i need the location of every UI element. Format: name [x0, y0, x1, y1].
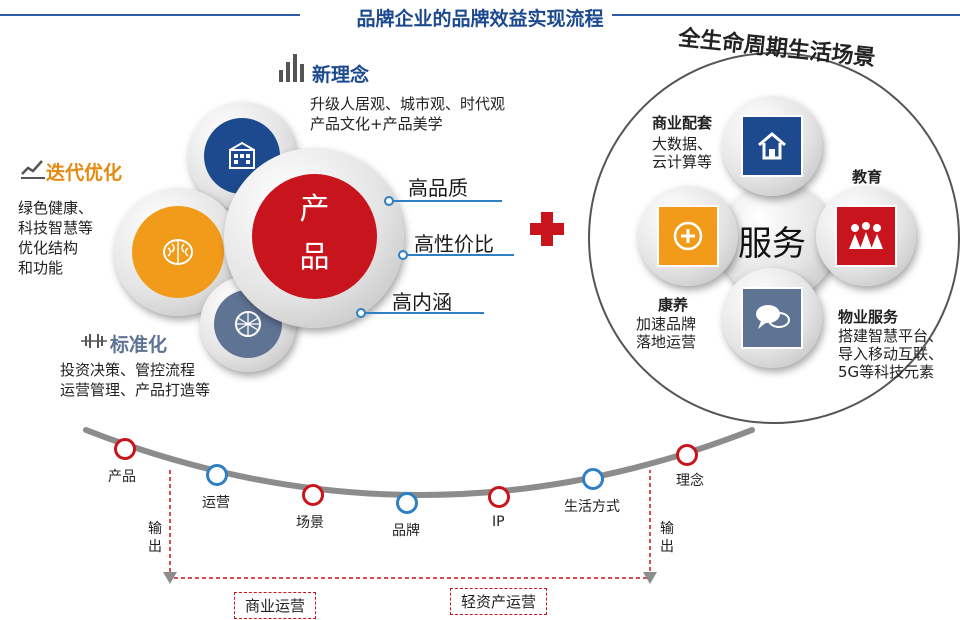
timeline-label-scene: 场景	[296, 515, 324, 531]
plus-icon	[530, 212, 564, 246]
bar-chart-icon	[279, 54, 304, 82]
timeline-label-lifestyle: 生活方式	[564, 499, 620, 515]
building-icon	[229, 141, 255, 169]
title-line-left	[0, 14, 300, 16]
feature-line-3	[362, 312, 484, 314]
feature-dot-1	[384, 196, 394, 206]
service-label: 服务	[738, 224, 806, 264]
iteration-title: 迭代优化	[46, 162, 123, 184]
asset-light-operation-box: 轻资产运营	[450, 588, 548, 615]
property-line-3: 5G等科技元素	[838, 363, 935, 381]
commerce-line-2: 云计算等	[652, 153, 713, 171]
health-title: 康养	[658, 296, 689, 314]
lifecycle-ring	[588, 52, 960, 424]
network-icon	[235, 311, 261, 337]
new-concept-line-2: 产品文化+产品美学	[310, 115, 443, 133]
iteration-line-3: 优化结构	[18, 239, 79, 257]
feature-connotation: 高内涵	[392, 290, 452, 314]
iteration-line-2: 科技智慧等	[18, 219, 94, 237]
standard-line-1: 投资决策、管控流程	[60, 361, 196, 379]
brain-icon	[163, 239, 193, 265]
education-title: 教育	[852, 168, 883, 186]
feature-dot-2	[398, 250, 408, 260]
timeline-node-product	[114, 438, 136, 460]
timeline-node-lifestyle	[582, 468, 604, 490]
timeline-label-product: 产品	[108, 469, 136, 485]
property-square	[741, 287, 803, 349]
output-right: 输出	[660, 521, 674, 555]
feature-line-2	[404, 254, 514, 256]
timeline-node-concept	[676, 444, 698, 466]
timeline-node-operation	[206, 464, 228, 486]
trend-icon	[21, 160, 45, 179]
new-concept-title: 新理念	[312, 64, 370, 86]
iteration-line-4: 和功能	[18, 259, 64, 277]
chat-icon	[756, 305, 790, 329]
new-concept-line-1: 升级人居观、城市观、时代观	[310, 95, 506, 113]
timeline-node-scene	[302, 484, 324, 506]
timeline-label-operation: 运营	[202, 495, 230, 511]
education-square	[835, 205, 897, 267]
title-line-right	[612, 14, 960, 16]
commercial-operation-box: 商业运营	[234, 592, 317, 619]
timeline-label-brand: 品牌	[392, 523, 420, 539]
timeline-node-brand	[396, 492, 418, 514]
commerce-title: 商业配套	[652, 114, 713, 132]
timeline-label-concept: 理念	[676, 473, 704, 489]
commerce-square	[741, 115, 803, 177]
people-icon	[849, 222, 883, 249]
standard-title: 标准化	[110, 334, 168, 356]
standard-line-2: 运营管理、产品打造等	[60, 381, 211, 399]
scale-icon	[81, 334, 107, 348]
health-line-1: 加速品牌	[636, 315, 697, 333]
health-square	[657, 205, 719, 267]
feature-high-quality: 高品质	[408, 176, 468, 200]
feature-value: 高性价比	[414, 232, 494, 256]
timeline-node-ip	[488, 486, 510, 508]
iteration-line-1: 绿色健康、	[18, 199, 94, 217]
feature-dot-3	[356, 308, 366, 318]
commerce-line-1: 大数据、	[652, 135, 713, 153]
property-line-1: 搭建智慧平台、	[838, 327, 944, 345]
health-line-2: 落地运营	[636, 333, 697, 351]
timeline-label-ip: IP	[492, 514, 505, 530]
output-left: 输出	[148, 521, 162, 555]
product-char-1: 产	[299, 192, 330, 227]
product-core: 产 品	[252, 174, 377, 299]
property-line-2: 导入移动互联、	[838, 345, 944, 363]
house-icon	[758, 132, 786, 160]
feature-line-1	[390, 200, 502, 202]
property-title: 物业服务	[838, 308, 899, 326]
page-title: 品牌企业的品牌效益实现流程	[356, 8, 604, 30]
product-char-2: 品	[299, 240, 330, 275]
medical-icon	[673, 221, 703, 251]
